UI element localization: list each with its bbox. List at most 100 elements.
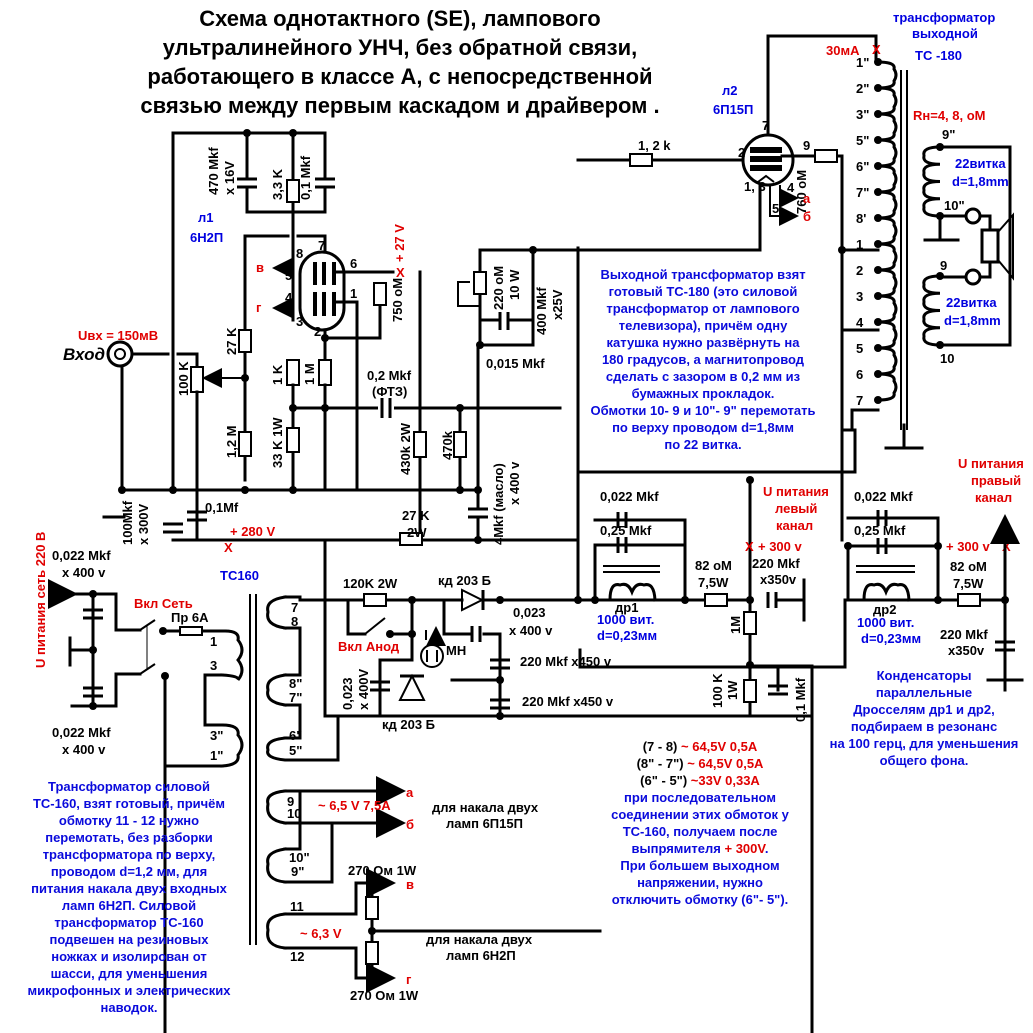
svg-text:0,023: 0,023 [513,605,546,620]
svg-text:2W: 2W [407,525,427,540]
svg-text:4: 4 [787,180,795,195]
svg-text:X: X [745,539,754,554]
input-stage: 470 Mkf x 16V 3,3 K 0,1 Mkf л1 6Н2П [63,129,580,555]
ground-icon [884,423,924,450]
transformer-pin-label: 4 [856,315,864,330]
transformer-pin [874,370,882,378]
svg-text:3: 3 [296,314,303,329]
svg-text:г: г [406,972,412,987]
wire [938,214,992,279]
svg-text:x 400 v: x 400 v [62,742,106,757]
svg-text:7,5W: 7,5W [698,575,729,590]
rheostat-220[interactable] [473,271,487,295]
svg-text:л2: л2 [722,83,738,98]
svg-text:270 Ом 1W: 270 Ом 1W [348,863,417,878]
transformer-pin [874,214,882,222]
svg-text:5": 5" [289,743,302,758]
wire [70,672,142,708]
tube-6p15p [741,133,795,187]
svg-text:канал: канал [975,490,1012,505]
wire [748,664,814,718]
ground-icon [923,214,967,242]
wire [840,328,880,542]
svg-text:x 400 v: x 400 v [62,565,106,580]
capacitor-470mkf [237,177,257,189]
transformer-pin-label: 3" [856,107,869,122]
resistor-750 [373,282,387,306]
resistor-760 [814,149,838,163]
heater-6-3v-label: ~ 6,3 V [300,926,342,941]
transformer-pin-label: 3 [856,289,863,304]
svg-text:x 16V: x 16V [222,161,237,195]
potentiometer-100k[interactable] [190,366,204,393]
transformer-pin-label: 5 [856,341,863,356]
coil-7-8 [266,595,292,630]
output-stage: 1, 2 k 760 oM 7 2 9 1, 3 4 5 а б л2 6П15… [457,34,878,542]
wire [283,789,334,884]
svg-text:+ 300 v: + 300 v [758,539,803,554]
svg-text:120K 2W: 120K 2W [343,576,398,591]
title-line: связью между первым каскадом и драйвером… [140,93,660,118]
schematic-title: Схема однотактного (SE), лампового ультр… [100,4,700,120]
output-transformer: трансформатор выходной ТС -180 30мА X Rн… [826,10,1014,542]
voltage-280v: + 280 V [230,524,276,539]
svg-text:X: X [872,42,881,57]
transformer-pin-label: 7" [856,185,869,200]
switch-anode-label: Вкл Анод [338,639,400,654]
svg-text:5: 5 [285,268,292,283]
wire [346,598,367,636]
resistor-82-right [957,593,981,607]
svg-text:1: 1 [210,634,217,649]
svg-text:82 oM: 82 oM [695,558,732,573]
wire [130,352,199,372]
resistor-1-2k [629,153,653,167]
svg-text:430k 2W: 430k 2W [398,422,413,475]
wire [578,598,847,669]
svg-text:3,3 K: 3,3 K [270,168,285,200]
svg-text:x350v: x350v [760,572,797,587]
transformer-pin [874,84,882,92]
svg-text:1000 вит.: 1000 вит. [857,615,914,630]
fuse-6a [179,626,203,636]
capacitor-0-1mkf [315,177,335,189]
mains-voltage-label: U питания сеть 220 В [33,532,48,668]
resistor-1m [318,359,332,386]
svg-text:+ 300 v: + 300 v [946,539,991,554]
svg-text:220 oM: 220 oM [491,266,506,310]
input-label: Вход [63,345,105,364]
svg-text:U питания: U питания [763,484,829,499]
capacitor-4mkf [468,507,488,519]
svg-text:750 oM: 750 oM [390,278,405,322]
resistor-100k-1w [743,679,757,703]
svg-text:100 K: 100 K [176,361,191,396]
coil-10-9-dd [266,847,287,884]
transformer-pin [874,110,882,118]
svg-text:33 K 1W: 33 K 1W [270,417,285,468]
heater-6-5v-label: ~ 6,5 V 7,5A [318,798,391,813]
input-jack-icon[interactable] [106,340,134,368]
svg-text:МН: МН [446,643,466,658]
switch-anode[interactable] [364,617,386,635]
plate-wire [766,34,878,137]
svg-text:d=1,8mm: d=1,8mm [952,174,1009,189]
svg-text:др2: др2 [873,602,896,617]
svg-text:x 400V: x 400V [356,668,371,710]
svg-text:220 Mkf x450 v: 220 Mkf x450 v [520,654,612,669]
svg-text:(ФТЗ): (ФТЗ) [372,384,407,399]
svg-text:а: а [406,785,414,800]
note-chokes: Конденсаторы параллельные Дросселям др1 … [829,668,1019,768]
neon-lamp-icon [421,630,443,668]
svg-text:0,1 Mkf: 0,1 Mkf [298,155,313,200]
svg-text:U питания: U питания [958,456,1024,471]
secondary-coil-bottom [922,274,942,347]
svg-text:левый: левый [775,501,817,516]
choke-dr1-icon [608,582,657,602]
speaker-icon [980,212,1014,281]
svg-text:9: 9 [287,794,294,809]
resistor-3k3 [286,179,300,203]
svg-text:X: X [396,265,405,280]
svg-text:82 oM: 82 oM [950,559,987,574]
svg-text:d=0,23мм: d=0,23мм [861,631,921,646]
svg-text:1M: 1M [728,616,743,634]
svg-text:кд 203 Б: кд 203 Б [382,717,435,732]
